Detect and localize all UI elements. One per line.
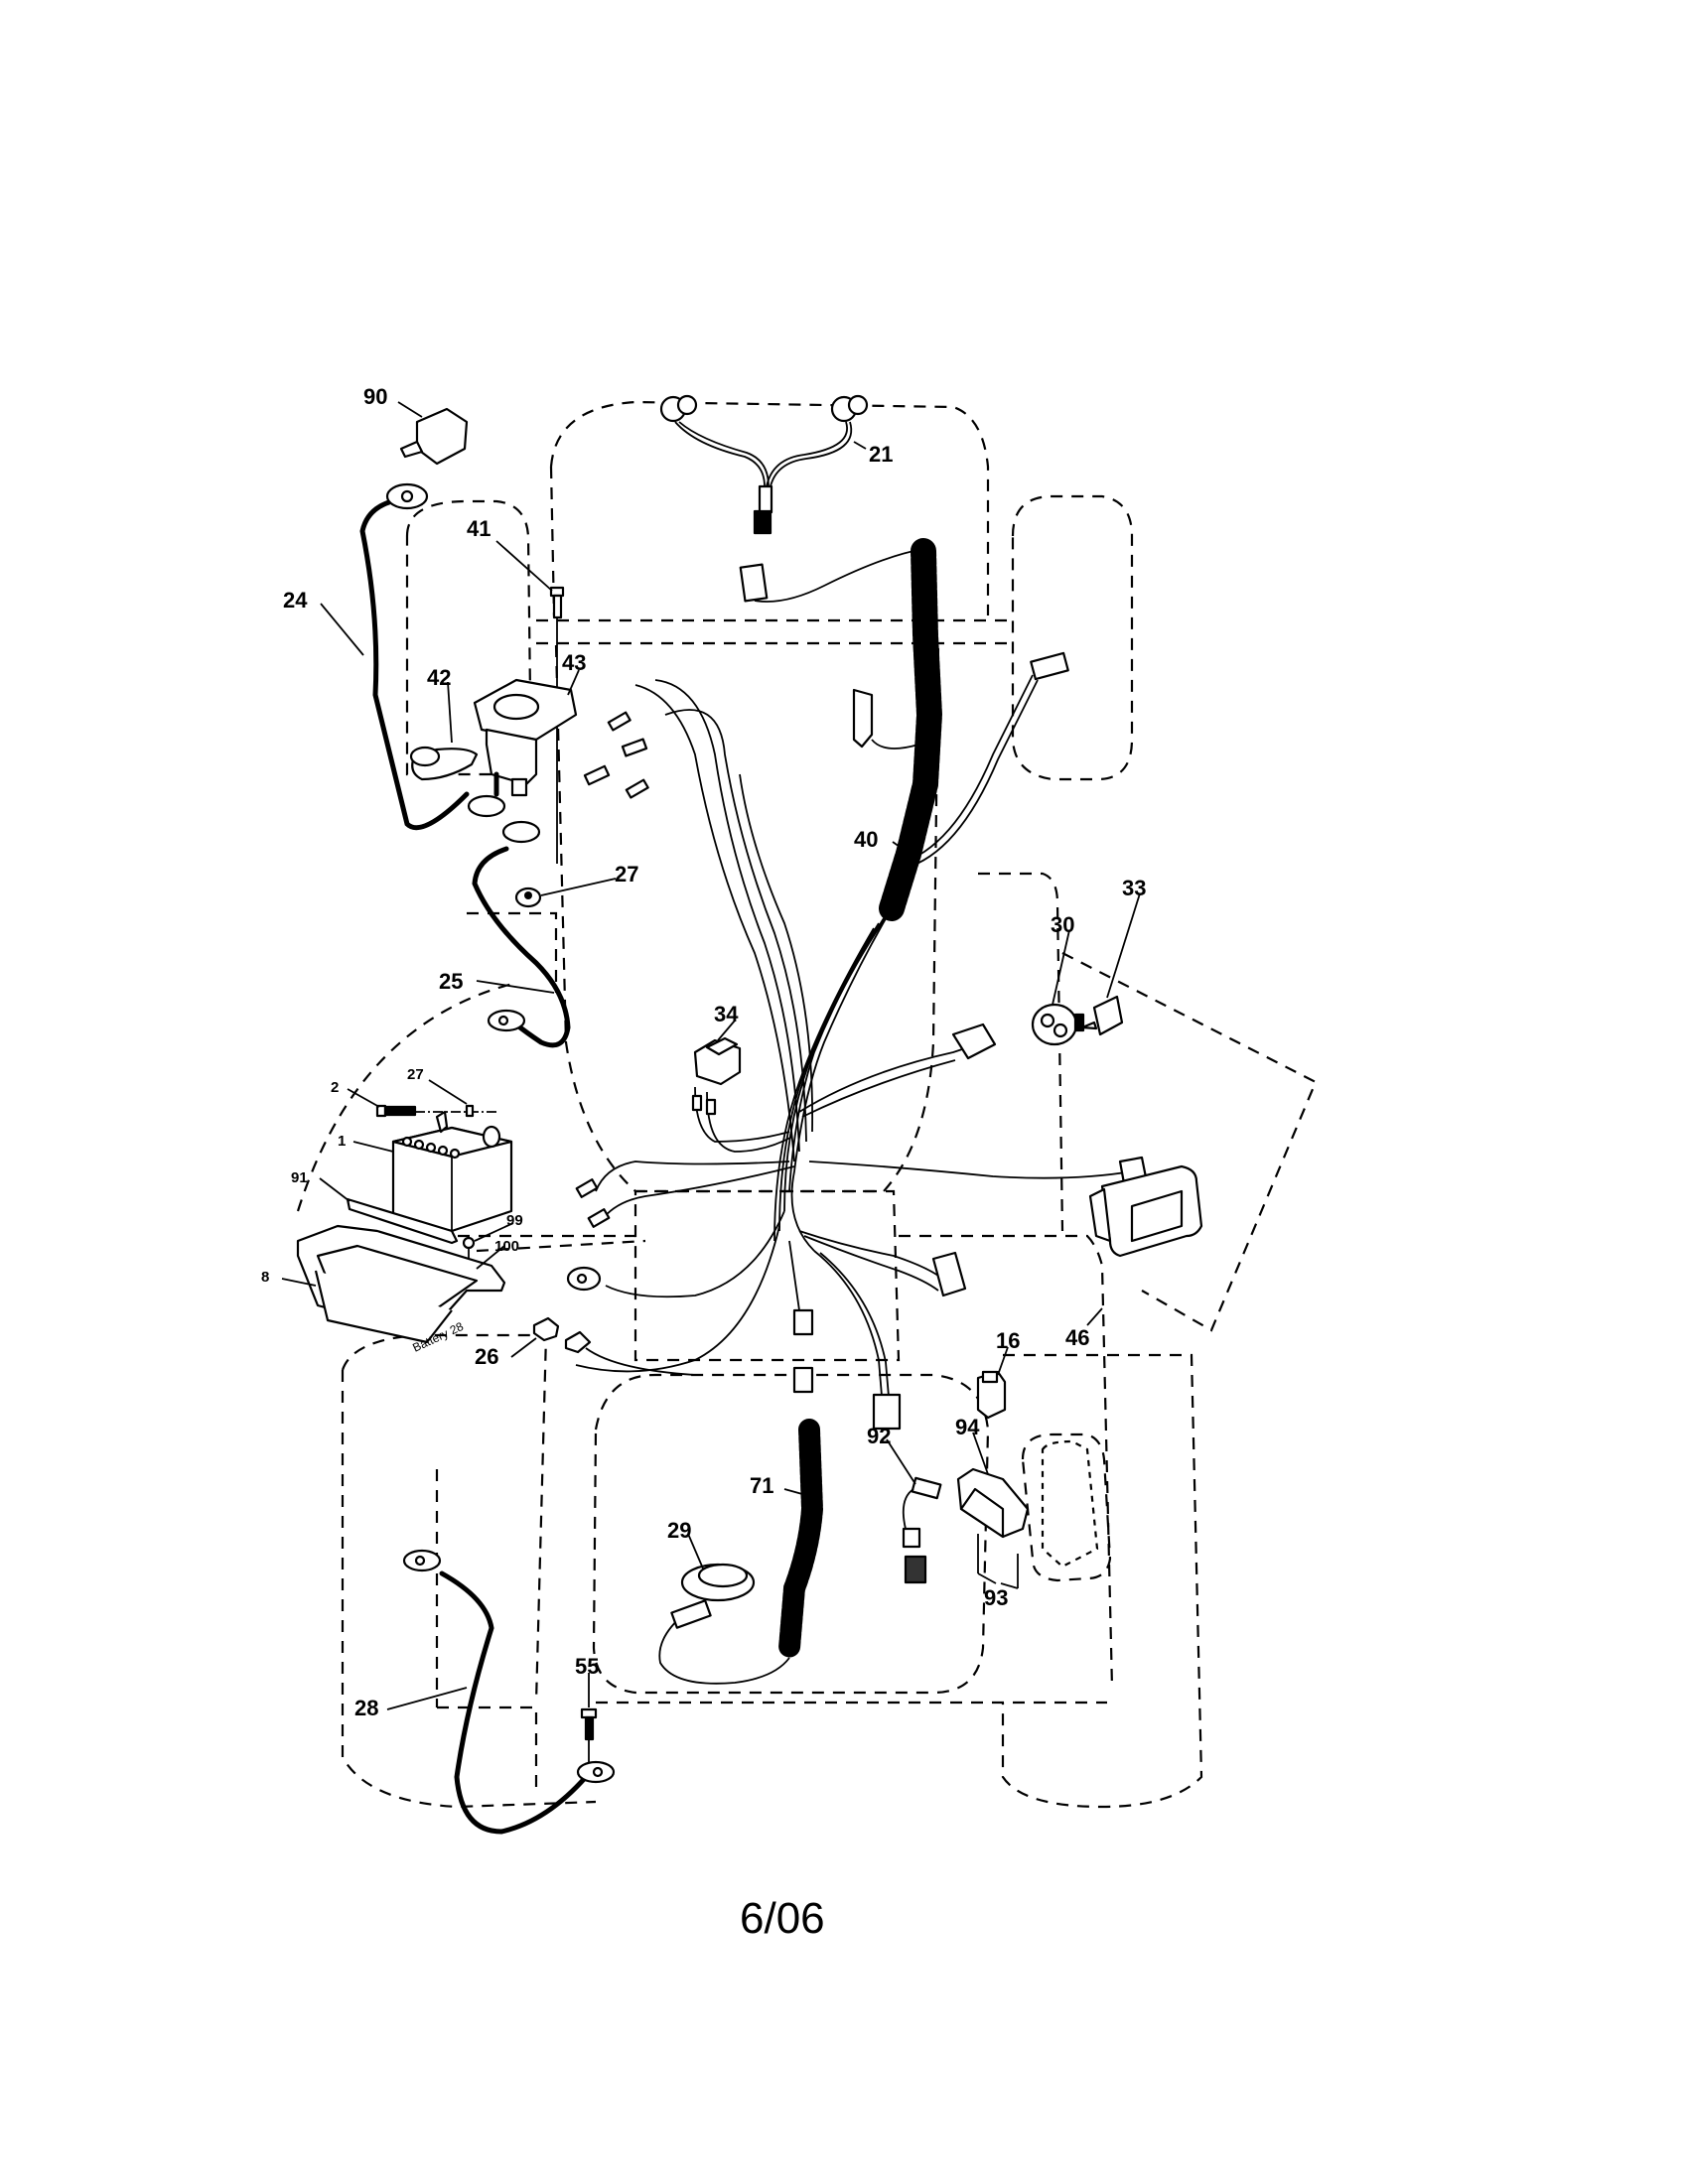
callout-1[interactable]: 1 — [338, 1133, 346, 1150]
part-28-ground-cable[interactable] — [402, 1549, 616, 1835]
part-2-bolt[interactable] — [375, 1104, 496, 1118]
part-71-conduit-harness[interactable] — [658, 1419, 824, 1685]
part-93-screw[interactable] — [977, 1534, 1019, 1588]
part-27-nut-small[interactable] — [465, 1104, 475, 1118]
part-21-headlight-harness[interactable] — [659, 394, 869, 535]
callout-94[interactable]: 94 — [955, 1415, 980, 1439]
callout-labels: 90 21 41 24 42 43 40 27 33 30 25 34 2 27… — [261, 384, 1146, 1720]
part-16-relay[interactable] — [976, 1370, 1007, 1420]
callout-33[interactable]: 33 — [1122, 876, 1146, 900]
part-41-bolt[interactable] — [549, 586, 565, 864]
callout-28[interactable]: 28 — [354, 1696, 378, 1720]
callout-34[interactable]: 34 — [714, 1002, 739, 1026]
callout-26[interactable]: 26 — [475, 1344, 498, 1369]
callout-41[interactable]: 41 — [467, 516, 491, 541]
part-90-connector-block[interactable] — [399, 407, 469, 466]
callout-2[interactable]: 2 — [331, 1079, 339, 1096]
callout-8[interactable]: 8 — [261, 1269, 269, 1286]
callout-55[interactable]: 55 — [575, 1654, 599, 1679]
part-30-ignition-switch[interactable] — [1031, 1003, 1085, 1046]
part-40-main-wiring-harness[interactable] — [575, 538, 1148, 1431]
part-92-wire-harness[interactable] — [902, 1476, 942, 1584]
part-25-battery-cable[interactable] — [472, 846, 571, 1048]
part-55-bolt[interactable] — [580, 1707, 598, 1767]
callout-16[interactable]: 16 — [996, 1328, 1020, 1353]
callout-40[interactable]: 40 — [854, 827, 878, 852]
part-94-seat-switch[interactable] — [956, 1467, 1030, 1539]
chassis-outline — [296, 400, 1318, 1809]
part-33-switch[interactable] — [1080, 995, 1124, 1036]
callout-21[interactable]: 21 — [869, 442, 893, 467]
callout-93[interactable]: 93 — [984, 1585, 1008, 1610]
part-1-battery[interactable] — [391, 1110, 513, 1233]
part-91-battery-strap[interactable] — [346, 1197, 459, 1245]
callout-43[interactable]: 43 — [562, 650, 586, 675]
part-8-battery-tray[interactable]: Battery 28 — [296, 1224, 506, 1355]
callout-100[interactable]: 100 — [494, 1238, 519, 1255]
callout-71[interactable]: 71 — [750, 1473, 773, 1498]
part-46-module[interactable] — [1088, 1164, 1203, 1258]
callout-30[interactable]: 30 — [1051, 912, 1074, 937]
part-24-battery-cable[interactable] — [359, 482, 470, 831]
callout-29[interactable]: 29 — [667, 1518, 691, 1543]
callout-24[interactable]: 24 — [283, 588, 308, 613]
callout-99[interactable]: 99 — [506, 1212, 523, 1229]
callout-27b[interactable]: 27 — [407, 1066, 424, 1083]
part-43-solenoid[interactable] — [467, 678, 578, 844]
callout-25[interactable]: 25 — [439, 969, 463, 994]
part-42-terminal-boot[interactable] — [409, 746, 479, 781]
callout-42[interactable]: 42 — [427, 665, 451, 690]
callout-92[interactable]: 92 — [867, 1424, 891, 1448]
revision-date: 6/06 — [740, 1894, 825, 1943]
callout-leaders — [281, 401, 1141, 1710]
part-29-seat-switch-button[interactable] — [670, 1563, 756, 1629]
ring-terminal — [566, 1266, 602, 1292]
callout-46[interactable]: 46 — [1065, 1325, 1089, 1350]
callout-91[interactable]: 91 — [291, 1169, 308, 1186]
callout-27[interactable]: 27 — [615, 862, 638, 887]
part-26-fuse[interactable] — [532, 1316, 696, 1376]
part-27-nut[interactable] — [514, 887, 542, 908]
part-34-rocker-switch[interactable] — [691, 1036, 742, 1116]
callout-90[interactable]: 90 — [363, 384, 387, 409]
